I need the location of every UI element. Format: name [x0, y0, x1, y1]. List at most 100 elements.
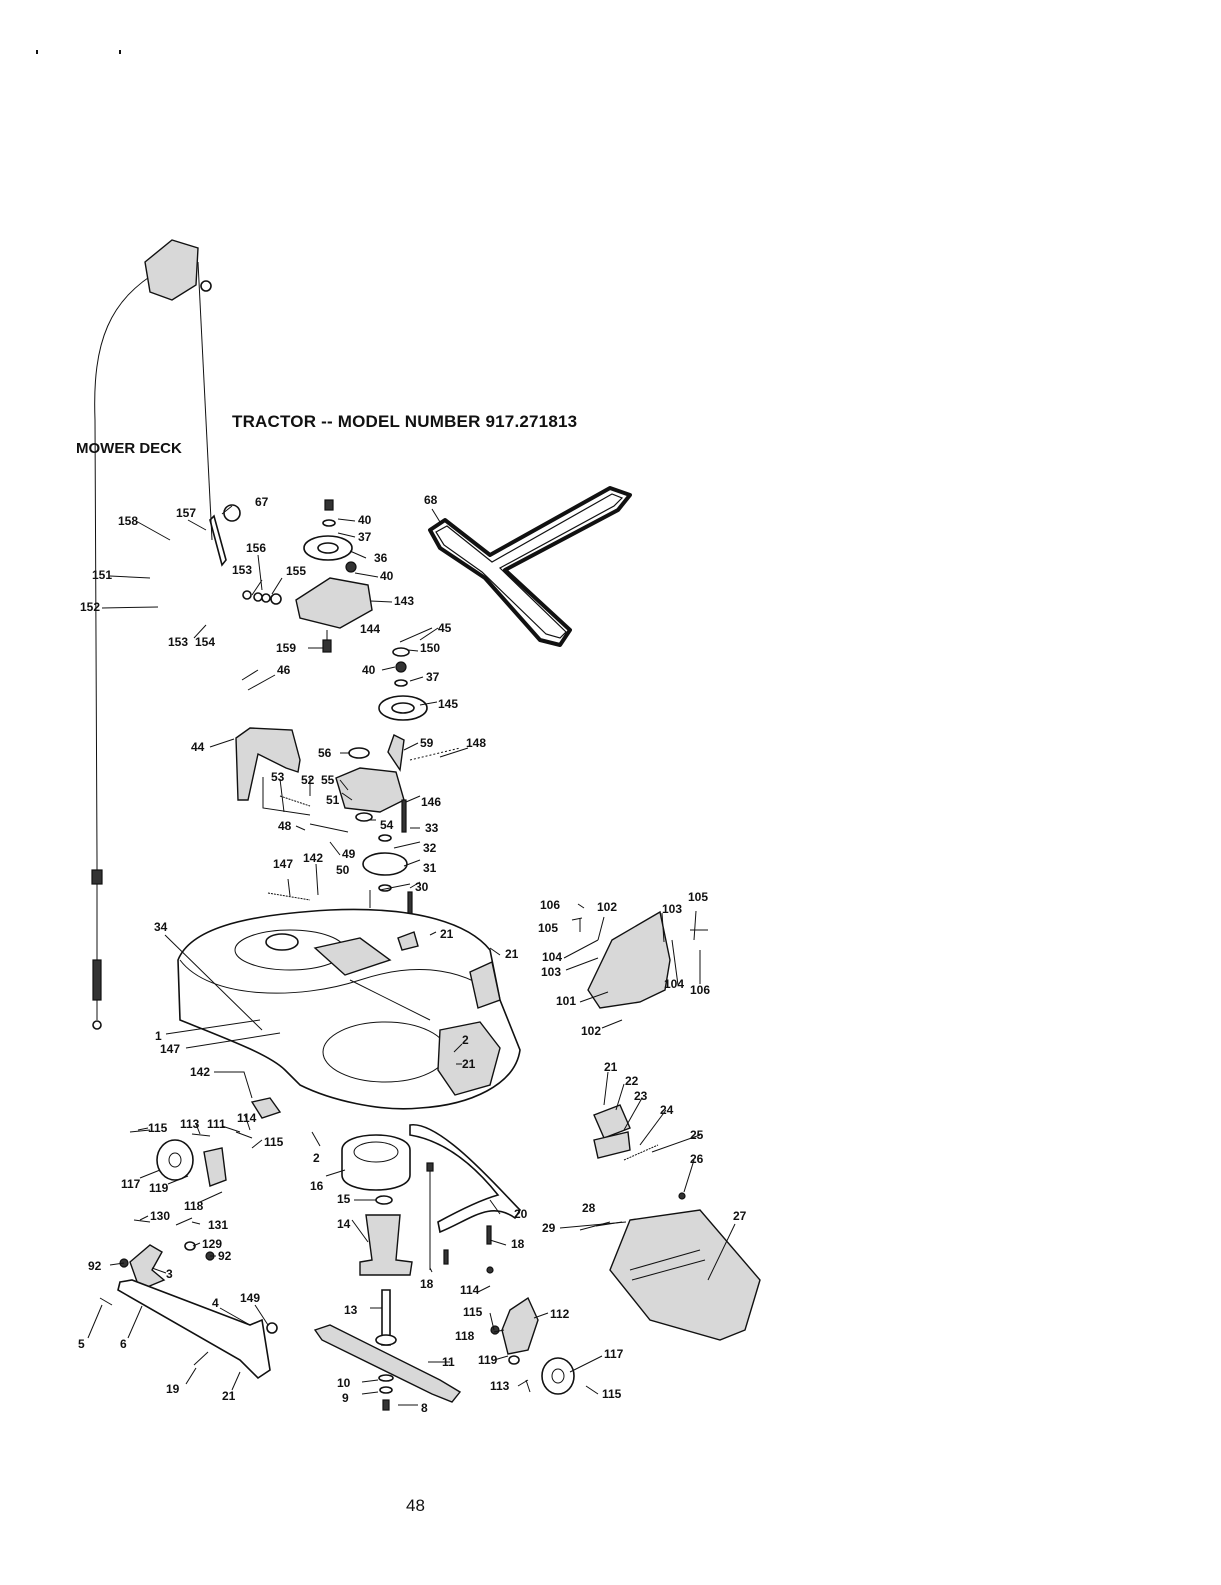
part-callout: 11: [442, 1355, 455, 1369]
part-callout: 32: [423, 841, 437, 855]
part-callout: 22: [625, 1074, 639, 1088]
pulley-hub: [391, 702, 415, 714]
part-callout: 115: [148, 1121, 168, 1135]
nut: [324, 499, 334, 511]
bracket: [250, 1097, 282, 1119]
handle-rod: [197, 261, 213, 541]
part-callout: 10: [337, 1376, 351, 1390]
part-callout: 118: [184, 1199, 204, 1213]
washer: [322, 519, 336, 527]
spring: [279, 795, 311, 807]
handle-knob: [223, 504, 241, 522]
idler-link: [262, 777, 311, 816]
part-callout: 26: [690, 1152, 704, 1166]
bolt-head: [426, 1162, 434, 1172]
part-callout: 158: [118, 514, 138, 528]
bolt: [443, 1249, 449, 1265]
part-callout: 30: [415, 880, 429, 894]
part-callout: 25: [690, 1128, 704, 1142]
washer: [184, 1241, 196, 1251]
part-callout: 46: [277, 663, 291, 677]
idler-arm: [335, 767, 405, 813]
part-callout: 102: [581, 1024, 601, 1038]
part-callout: 145: [438, 697, 458, 711]
part-callout: 118: [455, 1329, 475, 1343]
washer: [355, 812, 373, 822]
part-callout: 13: [344, 1303, 358, 1317]
part-callout: 2: [462, 1033, 469, 1047]
washer: [253, 592, 263, 602]
cable-end: [92, 1020, 102, 1030]
part-callout: 68: [424, 493, 438, 507]
part-callout: 114: [460, 1283, 480, 1297]
part-callout: 142: [303, 851, 323, 865]
deflector-spring: [623, 1144, 659, 1161]
lift-cable: [94, 269, 161, 1020]
part-callout: 117: [121, 1177, 141, 1191]
part-callout: 53: [271, 770, 285, 784]
idler-bracket: [295, 577, 373, 629]
discharge-opening: [437, 1021, 501, 1096]
idler-spring: [409, 747, 461, 761]
part-callout: 45: [438, 621, 452, 635]
part-callout: 48: [278, 819, 292, 833]
deck-edge: [179, 959, 501, 1001]
part-callout: 3: [166, 1267, 173, 1281]
washer: [508, 1355, 520, 1365]
part-callout: 14: [337, 1217, 351, 1231]
screw: [241, 669, 259, 681]
nut: [490, 1325, 500, 1335]
bolt: [401, 799, 407, 833]
part-callout: 92: [218, 1249, 232, 1263]
side-bracket: [469, 961, 501, 1009]
part-callout: 52: [301, 773, 315, 787]
part-callout: 15: [337, 1192, 351, 1206]
part-callout: 153: [232, 563, 252, 577]
mower-deck-housing: [177, 908, 521, 1110]
part-callout: 50: [336, 863, 350, 877]
part-callout: 102: [597, 900, 617, 914]
part-callout: 143: [394, 594, 414, 608]
part-callout: 142: [190, 1065, 210, 1079]
part-callout: 16: [310, 1179, 324, 1193]
washer: [379, 1386, 393, 1394]
rear-wheel-bracket: [501, 1296, 539, 1355]
part-callout: 105: [688, 890, 708, 904]
part-callout: 153: [168, 635, 188, 649]
part-callout: 92: [88, 1259, 102, 1273]
hairpin-clip: [266, 1322, 278, 1334]
part-callout: 119: [149, 1181, 169, 1195]
clip: [399, 627, 433, 643]
part-callout: 49: [342, 847, 356, 861]
part-callout: 131: [208, 1218, 228, 1232]
mulch-cover: [609, 1209, 761, 1341]
rear-gauge-wheel: [541, 1357, 575, 1395]
part-callout: 103: [662, 902, 682, 916]
part-callout: 4: [212, 1296, 219, 1310]
nut: [678, 1192, 686, 1200]
cover-stripe: [629, 1249, 701, 1271]
cable-fitting: [91, 869, 103, 885]
part-callout: 37: [426, 670, 440, 684]
part-callout: 54: [380, 818, 394, 832]
scan-mark: [119, 50, 121, 54]
part-callout: 40: [380, 569, 394, 583]
lift-handle: [209, 514, 227, 567]
part-callout: 103: [541, 965, 561, 979]
part-callout: 112: [550, 1307, 570, 1321]
part-callout: 104: [664, 977, 684, 991]
part-callout: 148: [466, 736, 486, 750]
washer: [378, 834, 392, 842]
part-callout: 115: [264, 1135, 284, 1149]
blade-bolt: [382, 1399, 390, 1411]
part-callout: 119: [478, 1353, 498, 1367]
spindle-shield-top: [353, 1141, 399, 1163]
leader-lines: [87, 505, 736, 1406]
scan-mark: [36, 50, 38, 54]
wheel-hub: [168, 1152, 182, 1168]
front-link: [117, 1279, 271, 1380]
bolt: [175, 1217, 193, 1226]
part-callout: 67: [255, 495, 269, 509]
deck-pulley: [362, 852, 408, 876]
nut: [486, 1266, 494, 1274]
